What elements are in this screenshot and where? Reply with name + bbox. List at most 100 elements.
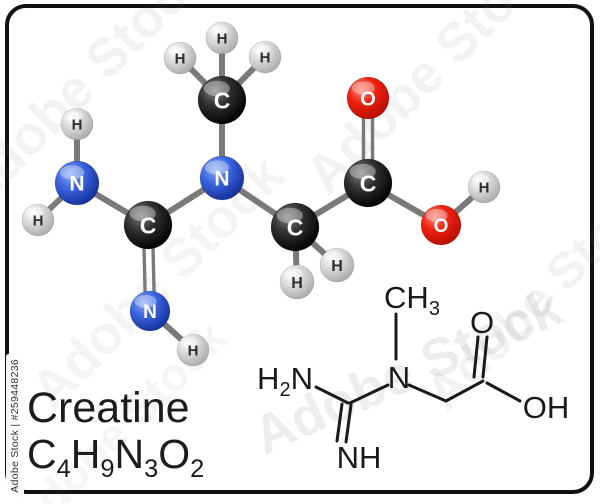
atom-highlight bbox=[209, 25, 228, 36]
atom-sphere bbox=[129, 290, 171, 332]
atom-highlight bbox=[276, 207, 303, 224]
watermark-text: Adobe Stock bbox=[0, 0, 221, 220]
formula-element: O bbox=[158, 431, 191, 478]
atom-sphere bbox=[54, 160, 100, 206]
skeletal-label: N bbox=[388, 360, 410, 395]
atom-sphere bbox=[197, 75, 247, 125]
formula-element: H bbox=[70, 431, 101, 478]
atom-C: C bbox=[197, 75, 247, 125]
atom-H: H bbox=[279, 264, 315, 300]
atom-highlight bbox=[205, 160, 230, 175]
atom-highlight bbox=[25, 207, 44, 218]
atom-highlight bbox=[134, 295, 157, 308]
atom-label: H bbox=[175, 51, 186, 68]
atom-label: C bbox=[360, 170, 377, 196]
atom-label: O bbox=[434, 216, 449, 237]
formula-subscript: 3 bbox=[144, 455, 159, 484]
atom-label: N bbox=[69, 173, 84, 196]
atom-H: H bbox=[467, 170, 501, 204]
formula-subscript: 4 bbox=[56, 455, 71, 484]
atom-label: H bbox=[291, 275, 303, 292]
skeletal-bond bbox=[335, 402, 344, 443]
atom-N: N bbox=[199, 155, 245, 201]
skeletal-label: O bbox=[470, 305, 494, 340]
atom-sphere bbox=[346, 76, 390, 120]
atom-highlight bbox=[203, 80, 230, 97]
atom-H: H bbox=[176, 333, 210, 367]
atom-label: H bbox=[72, 117, 83, 134]
skeletal-label: NH bbox=[337, 440, 382, 475]
atom-O: O bbox=[346, 76, 390, 120]
atom-sphere bbox=[199, 155, 245, 201]
formula-element: C bbox=[27, 431, 57, 478]
skeletal-label: H2N bbox=[257, 361, 313, 401]
atom-H: H bbox=[163, 41, 197, 75]
skeletal-bond bbox=[472, 335, 480, 379]
atom-sphere bbox=[343, 158, 393, 208]
atom-label: C bbox=[214, 87, 231, 113]
atom-highlight bbox=[180, 337, 199, 348]
atom-highlight bbox=[283, 268, 303, 280]
skeletal-label: CH3 bbox=[384, 280, 440, 320]
skeletal-bond bbox=[348, 383, 390, 405]
skeletal-bond bbox=[314, 385, 350, 405]
atom-sphere bbox=[176, 333, 210, 367]
title-block: Creatine C4H9N3O2 bbox=[27, 384, 204, 484]
atom-label: H bbox=[188, 343, 199, 360]
atom-label: C bbox=[140, 212, 157, 238]
atom-H: H bbox=[21, 203, 55, 237]
skeletal-bond bbox=[407, 383, 448, 403]
atom-sphere bbox=[21, 203, 55, 237]
skeletal-bond bbox=[485, 381, 522, 403]
atom-label: H bbox=[217, 31, 228, 48]
ball-model-atoms: H H H C N C N H H N H C H H C O O H bbox=[21, 21, 501, 367]
atom-highlight bbox=[425, 209, 448, 222]
atom-highlight bbox=[351, 81, 375, 95]
watermark-credit-bar: Adobe Stock | #259448236 bbox=[6, 354, 24, 498]
atom-N: N bbox=[129, 290, 171, 332]
atom-label: H bbox=[331, 258, 343, 275]
atom-C: C bbox=[343, 158, 393, 208]
formula-subscript: 2 bbox=[190, 455, 205, 484]
formula-subscript: 9 bbox=[100, 455, 115, 484]
atom-sphere bbox=[163, 41, 197, 75]
atom-label: H bbox=[479, 180, 490, 197]
skeletal-bond bbox=[444, 379, 485, 403]
atom-H: H bbox=[205, 21, 239, 55]
atom-H: H bbox=[319, 247, 355, 283]
atom-sphere bbox=[467, 170, 501, 204]
atom-C: C bbox=[270, 202, 320, 252]
atom-sphere bbox=[319, 247, 355, 283]
skeletal-bond bbox=[344, 403, 353, 444]
atom-highlight bbox=[60, 165, 85, 180]
atom-highlight bbox=[471, 174, 490, 185]
atom-highlight bbox=[349, 163, 376, 180]
atom-highlight bbox=[129, 205, 156, 222]
atom-label: N bbox=[214, 168, 229, 191]
atom-highlight bbox=[64, 111, 83, 122]
atom-sphere bbox=[248, 40, 282, 74]
atom-O: O bbox=[420, 204, 462, 246]
atom-sphere bbox=[205, 21, 239, 55]
atom-H: H bbox=[60, 107, 94, 141]
atom-sphere bbox=[60, 107, 94, 141]
atom-highlight bbox=[252, 44, 271, 55]
atom-N: N bbox=[54, 160, 100, 206]
atom-sphere bbox=[123, 200, 173, 250]
atom-label: N bbox=[143, 302, 157, 323]
atom-highlight bbox=[167, 45, 186, 56]
atom-label: C bbox=[287, 214, 304, 240]
atom-label: O bbox=[360, 88, 376, 110]
atom-label: H bbox=[260, 50, 271, 67]
atom-sphere bbox=[420, 204, 462, 246]
atom-label: H bbox=[33, 213, 44, 230]
molecule-name: Creatine bbox=[27, 384, 190, 432]
skeletal-label: OH bbox=[523, 390, 570, 425]
molecule-formula: C4H9N3O2 bbox=[27, 432, 204, 484]
skeletal-bond bbox=[481, 335, 489, 379]
watermark-text: Adobe Stock bbox=[294, 0, 570, 205]
atom-sphere bbox=[279, 264, 315, 300]
atom-H: H bbox=[248, 40, 282, 74]
